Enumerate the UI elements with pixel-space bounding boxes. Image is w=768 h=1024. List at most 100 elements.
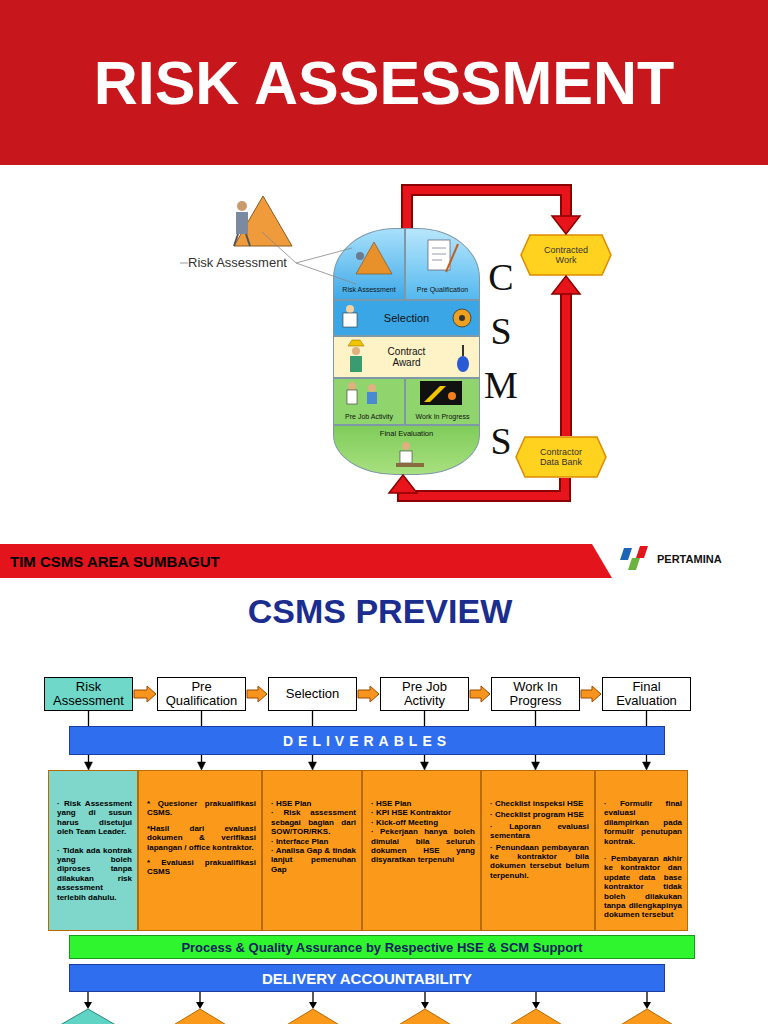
deliverable-column: · HSE Plan· KPI HSE Kontraktor· Kick-off…: [362, 770, 481, 931]
logo-mark: [628, 558, 640, 570]
arrow-head: [532, 762, 540, 770]
deliverable-item: · Pekerjaan hanya boleh dimulai bila sel…: [371, 827, 475, 865]
accountability-arrow: [312, 992, 313, 1003]
capsule-segment: Pre Job Activity: [333, 378, 405, 425]
arrow-head: [309, 762, 317, 770]
flow-arrow: [358, 686, 379, 702]
footer-band-shape: [0, 544, 612, 578]
deliverable-item: · Checklist program HSE: [490, 810, 589, 819]
worker-body: [236, 212, 248, 234]
deliverable-item: · Laporan evaluasi sementara: [490, 822, 589, 841]
node-text: Selection: [286, 687, 339, 701]
deliverable-item: · Risk Assessment yang di susun harus di…: [57, 799, 132, 837]
process-box: Selection: [268, 677, 357, 711]
accountability-arrow: [199, 992, 200, 1003]
node-text: Pre Job Activity: [383, 680, 466, 708]
capsule-segment: Selection: [333, 300, 480, 336]
capsule-segment: Work In Progress: [405, 378, 480, 425]
deliverable-column: * Quesioner prakualifikasi CSMS. *Hasil d…: [138, 770, 262, 931]
process-box: Risk Assessment: [44, 677, 133, 711]
capsule-segment: Contract Award: [333, 336, 480, 378]
node-text: Risk Assessment: [47, 680, 130, 708]
connector-line: [201, 711, 202, 764]
slide-heading: CSMS PREVIEW: [130, 592, 630, 631]
connector-line: [560, 289, 572, 436]
accountability-shape: [162, 1009, 238, 1024]
logo-mark: [620, 548, 632, 560]
block-arrow: [358, 686, 379, 702]
deliverable-arrow: [198, 711, 206, 770]
deliverable-item: · Interface Plan: [271, 837, 356, 846]
callout-label: Risk Assessment: [188, 255, 300, 270]
connector-line: [403, 478, 565, 496]
deliverable-item: · Formulir final evaluasi dilampirkan pa…: [604, 799, 682, 846]
node-text: DELIVERABLES: [283, 733, 451, 749]
deliverable-item: · Tidak ada kontrak yang boleh diproses …: [57, 846, 132, 902]
arrow-head: [85, 762, 93, 770]
process-box: Final Evaluation: [602, 677, 691, 711]
block-arrow: [134, 686, 156, 702]
deliverable-item: · Kick-off Meeting: [371, 818, 475, 827]
deliverable-arrow: [85, 711, 93, 770]
acronym-letter: M: [484, 365, 518, 405]
connector-line: [535, 711, 536, 764]
cycle-arrow: [407, 190, 580, 234]
deliverables-band: DELIVERABLES: [69, 726, 665, 755]
deliverable-arrow: [421, 711, 429, 770]
process-box: Pre Qualification: [157, 677, 246, 711]
capsule-segment: Final Evaluation: [333, 425, 480, 475]
slide-title: RISK ASSESSMENT: [0, 0, 768, 165]
accountability-arrow: [532, 1002, 540, 1009]
acronym-letter: C: [484, 257, 518, 297]
connector-line: [424, 711, 425, 764]
deliverable-item: · Risk assessment sebagai bagian dari SO…: [271, 808, 356, 836]
accountability-arrow: [84, 1002, 92, 1009]
accountability-arrow: [87, 992, 88, 1003]
node-text: Pre Job Activity: [345, 413, 393, 421]
deliverable-column: · Checklist inspeksi HSE· Checklist prog…: [481, 770, 595, 931]
node-text: Contractor Data Bank: [531, 447, 591, 467]
connector-line: [403, 478, 565, 496]
accountability-arrow: [424, 992, 425, 1003]
footer-band: TIM CSMS AREA SUMBAGUT: [0, 544, 612, 578]
acronym-letter: S: [484, 311, 518, 351]
connector-line: [407, 190, 566, 228]
leader-line: [180, 263, 188, 264]
deliverable-item: · Penundaan pembayaran ke kontraktor bil…: [490, 843, 589, 881]
block-arrow: [581, 686, 601, 702]
arrow-head: [198, 762, 206, 770]
connector-line: [407, 190, 566, 228]
deliverable-column: · Formulir final evaluasi dilampirkan pa…: [595, 770, 688, 931]
deliverable-item: · Analisa Gap & tindak lanjut pemenuhan …: [271, 846, 356, 874]
accountability-arrow: [643, 1002, 651, 1009]
deliverable-item: *Hasil dari evaluasi dokumen & verifikas…: [147, 824, 256, 852]
deliverable-item: * Quesioner prakualifikasi CSMS.: [147, 799, 256, 818]
accountability-shape: [387, 1009, 463, 1024]
deliverable-arrow: [309, 711, 317, 770]
flow-arrow: [247, 686, 267, 702]
cycle-arrow: [552, 276, 580, 436]
accountability-arrow: [421, 1002, 429, 1009]
connector-line: [562, 289, 570, 436]
deliverable-column: · HSE Plan· Risk assessment sebagai bagi…: [262, 770, 362, 931]
deliverable-item: · Pembayaran akhir ke kontraktor dan upd…: [604, 854, 682, 920]
acronym-letter: S: [484, 421, 518, 461]
node-text: Contracted Work: [536, 245, 596, 265]
hexagon-node: Contracted Work: [520, 234, 612, 276]
flow-arrow: [470, 686, 490, 702]
block-arrow: [470, 686, 490, 702]
connector-line: [88, 711, 89, 764]
deliverable-item: · HSE Plan: [371, 799, 475, 808]
worker-head: [237, 201, 247, 211]
accountability-shape: [498, 1009, 574, 1024]
node-text: TIM CSMS AREA SUMBAGUT: [10, 553, 220, 570]
node-text: Contract Award: [377, 346, 437, 368]
node-text: Process & Quality Assurance by Respectiv…: [181, 940, 582, 955]
deliverable-item: · KPI HSE Kontraktor: [371, 808, 475, 817]
arrow-head: [643, 762, 651, 770]
accountability-arrow: [535, 992, 536, 1003]
deliverable-item: * Evaluasi prakualifikasi CSMS: [147, 858, 256, 877]
node-text: Work In Progress: [416, 413, 470, 421]
node-text: Work In Progress: [494, 680, 577, 708]
